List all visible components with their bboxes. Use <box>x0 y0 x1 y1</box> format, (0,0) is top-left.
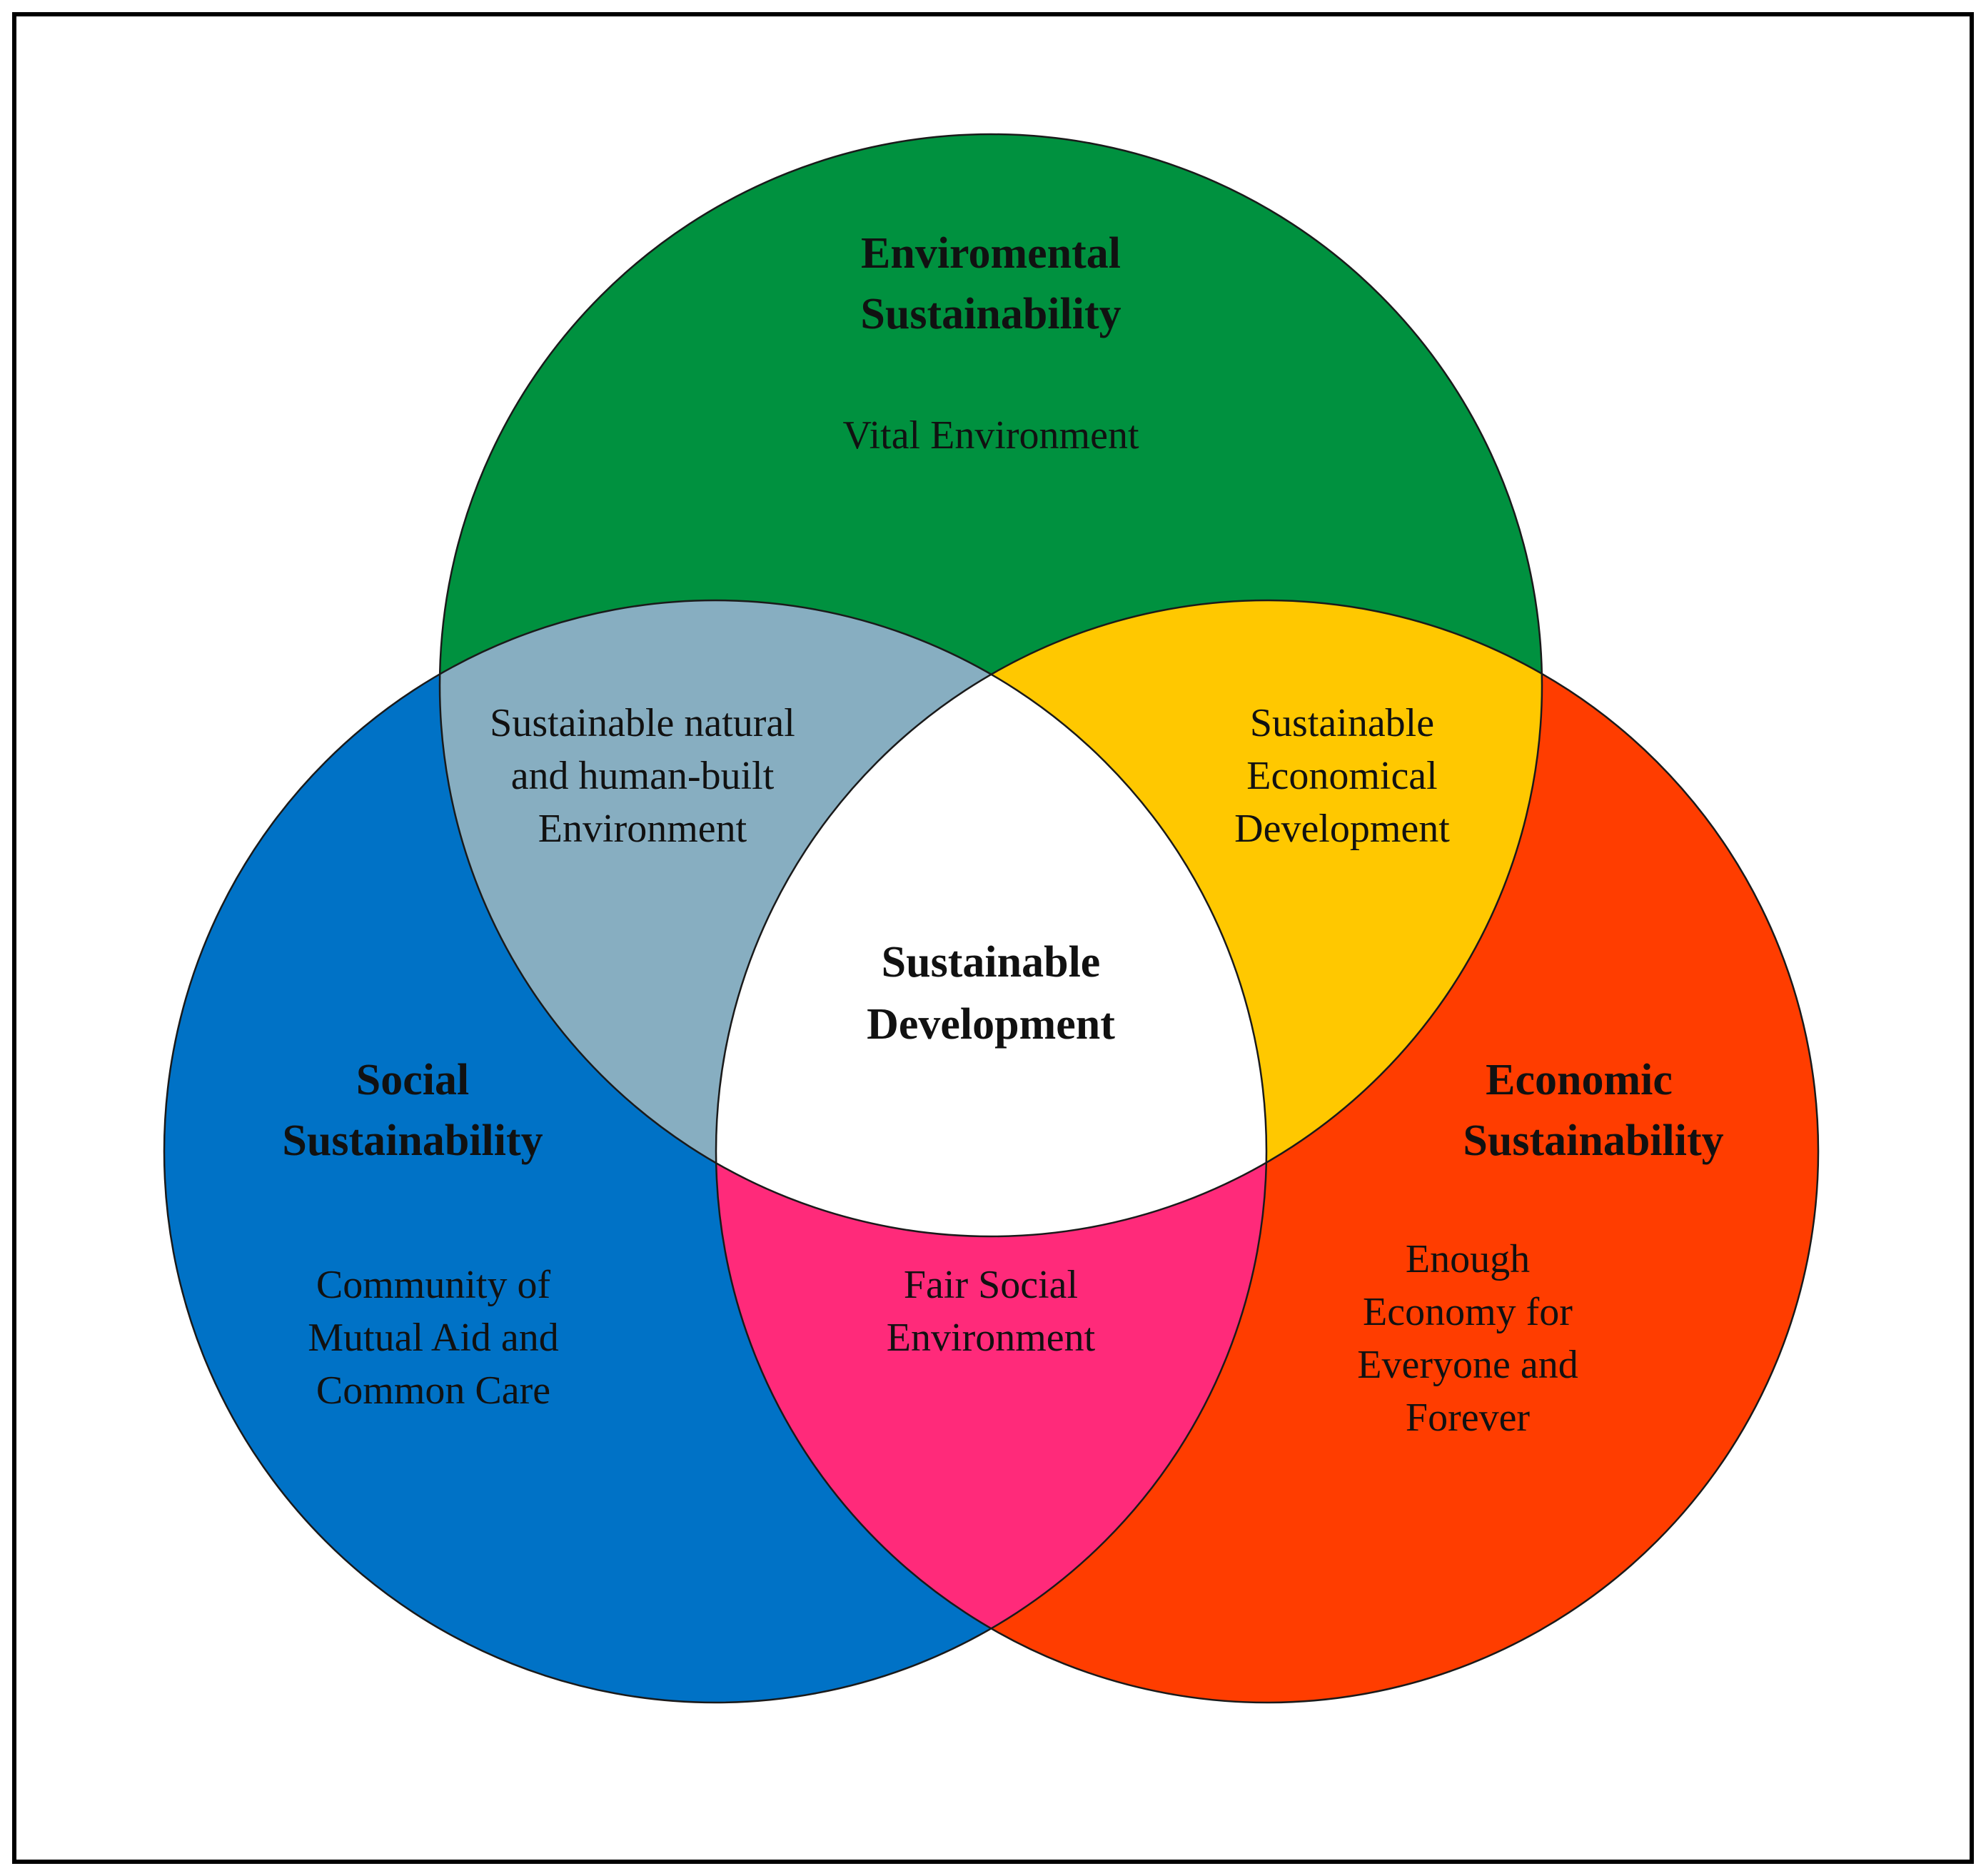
environmental-title-line1: Enviromental <box>861 229 1121 278</box>
environmental-outline <box>438 133 1543 1238</box>
env-social-line2: and human-built <box>511 754 775 798</box>
env-social-line1: Sustainable natural <box>490 701 795 745</box>
social-title-line2: Sustainability <box>282 1116 543 1165</box>
social-desc-line1: Community of <box>316 1263 551 1307</box>
env-social-line3: Environment <box>538 807 747 851</box>
social-outline <box>163 599 1268 1704</box>
env-economic-line2: Economical <box>1246 754 1437 798</box>
environmental-title-line2: Sustainability <box>860 290 1121 338</box>
env-economic-line3: Development <box>1234 807 1450 851</box>
economic-desc-line1: Enough <box>1406 1237 1530 1281</box>
economic-title-line2: Sustainability <box>1463 1116 1723 1165</box>
economic-desc-line2: Economy for <box>1363 1290 1573 1334</box>
economic-title-line1: Economic <box>1486 1056 1673 1104</box>
economic-desc-line4: Forever <box>1406 1396 1531 1440</box>
economic-outline <box>715 599 1820 1704</box>
environmental-desc: Vital Environment <box>843 413 1139 458</box>
economic-desc-line3: Everyone and <box>1357 1343 1578 1387</box>
center-line2: Development <box>867 1000 1115 1049</box>
env-economic-line1: Sustainable <box>1250 701 1434 745</box>
social-title-line1: Social <box>356 1056 469 1104</box>
center-line1: Sustainable <box>882 938 1101 987</box>
center-overlap <box>716 600 1266 1236</box>
social-desc-line2: Mutual Aid and <box>308 1316 559 1360</box>
social-economic-line2: Environment <box>887 1316 1096 1360</box>
social-economic-line1: Fair Social <box>904 1263 1078 1307</box>
social-desc-line3: Common Care <box>316 1368 550 1413</box>
